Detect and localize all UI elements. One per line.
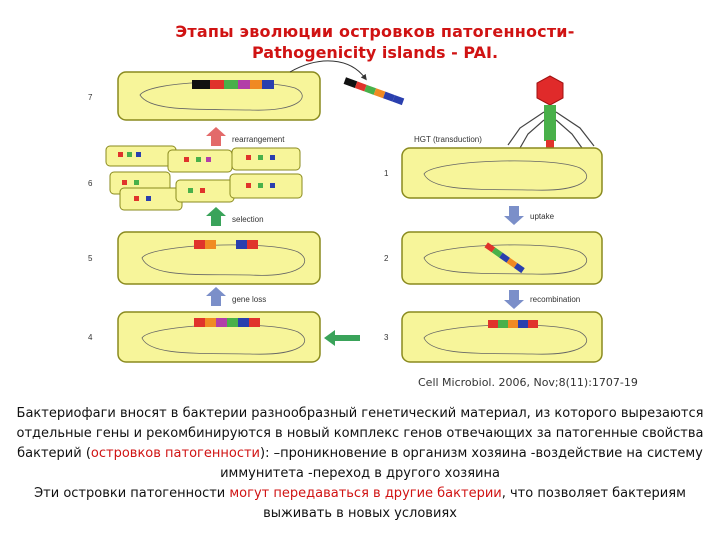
step-number-7: 7 bbox=[88, 93, 93, 102]
cell-step-2 bbox=[401, 231, 603, 285]
step-number-4: 4 bbox=[88, 333, 93, 342]
label-hgt: HGT (transduction) bbox=[414, 135, 482, 144]
arrow-rearrangement bbox=[206, 127, 226, 146]
transfer-arrow bbox=[289, 60, 367, 81]
arrow-gene-loss bbox=[206, 287, 226, 306]
label-recombination: recombination bbox=[530, 295, 580, 304]
slide-title-russian: Этапы эволюции островков патогенности- bbox=[175, 22, 575, 41]
pai-evolution-diagram: 7 rearrangement 6 selection bbox=[88, 60, 603, 363]
caption-highlight-1: островков патогенности bbox=[90, 446, 260, 461]
caption-text-2: ): –проникновение в организм хозяина -во… bbox=[220, 446, 703, 481]
caption-text-1: Бактериофаги вносят в бактерии разнообра… bbox=[16, 406, 704, 461]
step-number-3: 3 bbox=[384, 333, 389, 342]
label-gene-loss: gene loss bbox=[232, 295, 266, 304]
step-number-1: 1 bbox=[384, 169, 389, 178]
cell-step-3 bbox=[401, 311, 603, 363]
arrow-recombination bbox=[504, 290, 524, 309]
label-uptake: uptake bbox=[530, 212, 555, 221]
arrow-step3-to-step4 bbox=[324, 330, 360, 346]
caption-text-4: , что позволяет бактериям выживать в нов… bbox=[263, 486, 686, 521]
step-number-5: 5 bbox=[88, 254, 93, 263]
label-selection: selection bbox=[232, 215, 264, 224]
cell-step-7 bbox=[117, 71, 321, 121]
cell-cluster-step-6 bbox=[105, 145, 303, 211]
cell-step-4 bbox=[117, 311, 321, 363]
arrow-uptake bbox=[504, 206, 524, 225]
step-number-2: 2 bbox=[384, 254, 389, 263]
slide-title-english: Pathogenicity islands - PAI. bbox=[251, 43, 499, 62]
released-gene-fragment bbox=[343, 77, 405, 106]
gene-island-7 bbox=[192, 80, 274, 89]
label-rearrangement: rearrangement bbox=[232, 135, 285, 144]
arrow-selection bbox=[206, 207, 226, 226]
bacteriophage bbox=[507, 75, 595, 164]
citation: Cell Microbiol. 2006, Nov;8(11):1707-19 bbox=[418, 376, 638, 389]
cell-step-5 bbox=[117, 231, 321, 285]
caption-highlight-2: могут передаваться в другие бактерии bbox=[229, 486, 502, 501]
caption-text-3: Эти островки патогенности bbox=[34, 486, 230, 501]
step-number-6: 6 bbox=[88, 179, 93, 188]
cell-step-1 bbox=[401, 147, 603, 199]
caption: Бактериофаги вносят в бактерии разнообра… bbox=[0, 404, 720, 524]
